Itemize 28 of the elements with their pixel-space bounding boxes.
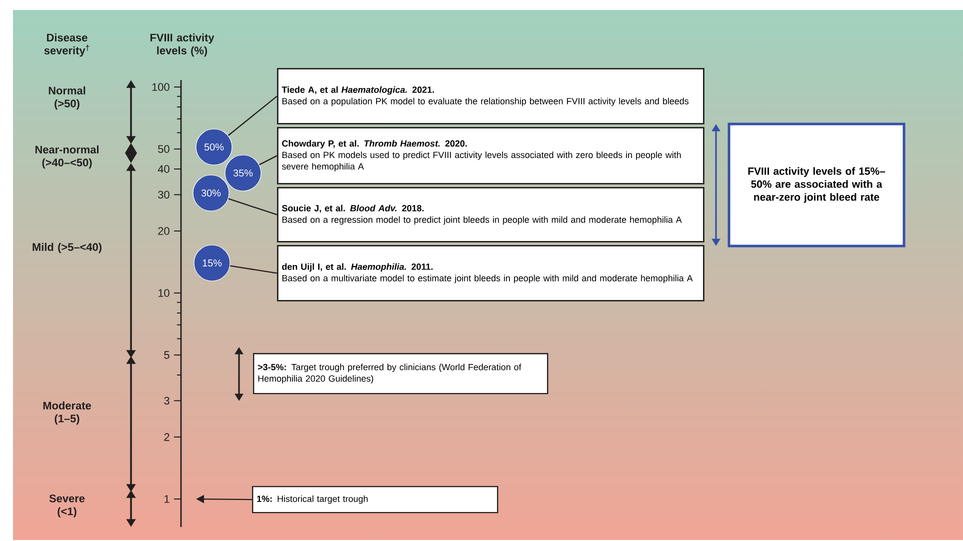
reference-box: Tiede A, et al Haematologica. 2021. Based on a population PK model to evaluate the relationship between FVIII activity levels and bleeds xyxy=(277,68,704,124)
tick-label: 3 xyxy=(164,396,170,405)
column-heading: Disease severity$^{†}$ xyxy=(44,33,90,57)
leader-line xyxy=(259,155,278,166)
tick-label: 20 xyxy=(158,227,170,235)
tick-label: 30 xyxy=(158,190,170,199)
reference-box: Chowdary P, et al. Thromb Haemost. 2020. Based on PK models used to predict FVIII activity levels associated with zero bleeds in people with severe hemophilia A xyxy=(277,127,704,184)
reference-box: Soucie J, et al. Blood Adv. 2018. Based on a regression model to predict joint bleeds in people with mild and moderate hemophilia A xyxy=(277,187,704,242)
reference-box: den Uijl I, et al. Haemophilia. 2011. Based on a multivariate model to estimate joint bleeds in people with mild and moderate hemophilia A xyxy=(277,245,704,302)
leader-line xyxy=(228,198,278,216)
note-box: >3-5%: Target trough preferred by clinicians (World Federation of Hemophilia 2020 Guidelines) xyxy=(253,353,548,394)
tick-label: 1 xyxy=(164,495,170,503)
tick-label: 2 xyxy=(164,433,170,441)
severity-label: Mild (>5–<40) xyxy=(32,242,102,254)
leader-line xyxy=(230,265,278,274)
severity-label: Moderate (1–5) xyxy=(43,401,91,425)
tick-label: 10 xyxy=(158,289,170,297)
tick-label: 5 xyxy=(164,351,170,359)
leader-line xyxy=(228,96,278,136)
severity-label: Normal (>50) xyxy=(48,86,86,110)
column-heading: FVIII activity levels (%) xyxy=(150,33,214,57)
severity-label: Near-normal (>40–<50) xyxy=(35,145,98,169)
tick-label: 50 xyxy=(158,145,170,153)
summary-box: FVIII activity levels of 15%–50% are associated with a near-zero joint bleed rate xyxy=(728,122,906,248)
note-box: 1%: Historical target trough xyxy=(252,486,498,514)
tick-label: 100 xyxy=(152,83,170,91)
severity-label: Severe (<1) xyxy=(49,494,85,518)
tick-label: 40 xyxy=(158,165,170,173)
